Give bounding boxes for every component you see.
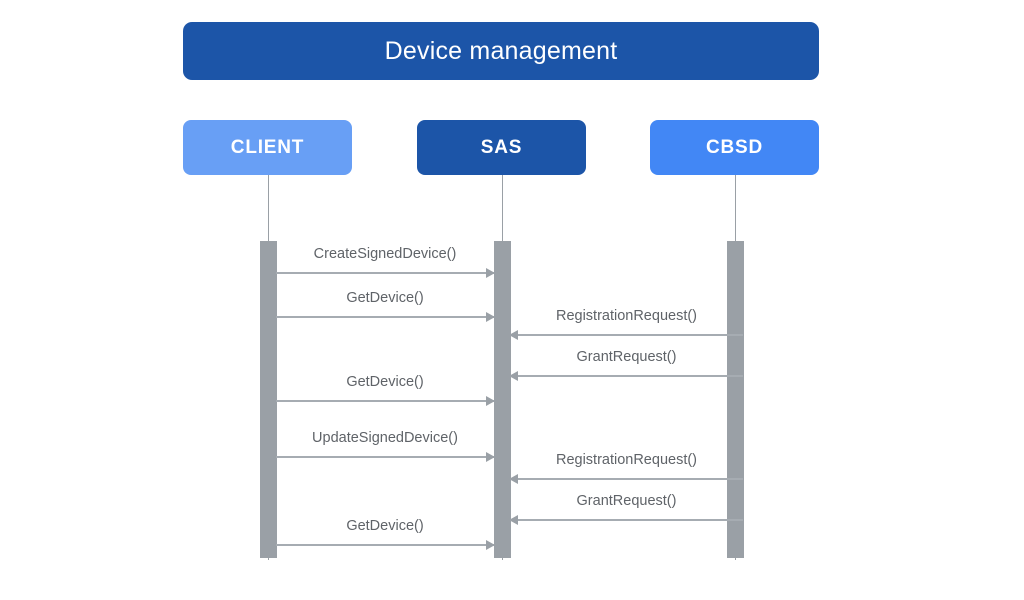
message-line [510,375,743,377]
message-line [510,519,743,521]
arrow-left-icon [509,515,518,525]
activation-bar-client [260,241,277,558]
arrow-left-icon [509,330,518,340]
arrow-left-icon [509,371,518,381]
message-line [510,334,743,336]
message-line [276,400,494,402]
activation-bar-cbsd [727,241,744,558]
message-label: UpdateSignedDevice() [312,430,458,446]
actor-header-sas: SAS [417,120,586,175]
message-line [276,456,494,458]
arrow-left-icon [509,474,518,484]
message-label: GrantRequest() [576,349,677,365]
arrow-right-icon [486,312,495,322]
actor-label-client: CLIENT [230,136,305,158]
message-label: GetDevice() [346,518,424,534]
message-line [276,316,494,318]
actor-label-cbsd: CBSD [705,136,764,158]
message-line [510,478,743,480]
message-label: RegistrationRequest() [555,452,698,468]
page-title: Device management [384,36,618,65]
diagram-title-banner: Device management [183,22,819,80]
message-label: GetDevice() [346,374,424,390]
arrow-right-icon [486,540,495,550]
message-label: CreateSignedDevice() [313,246,457,262]
message-label: GetDevice() [346,290,424,306]
message-label: GrantRequest() [576,493,677,509]
actor-header-cbsd: CBSD [650,120,819,175]
message-label: RegistrationRequest() [555,308,698,324]
arrow-right-icon [486,396,495,406]
message-line [276,544,494,546]
message-line [276,272,494,274]
actor-label-sas: SAS [480,136,523,158]
arrow-right-icon [486,452,495,462]
activation-bar-sas [494,241,511,558]
arrow-right-icon [486,268,495,278]
actor-header-client: CLIENT [183,120,352,175]
